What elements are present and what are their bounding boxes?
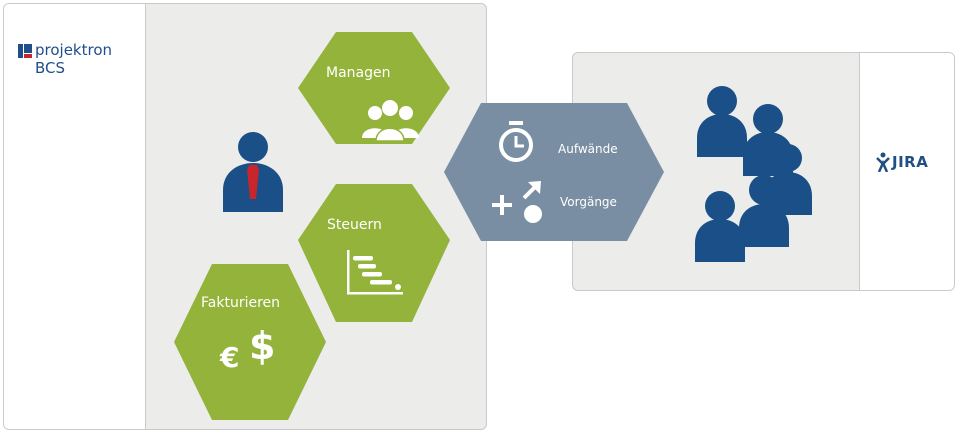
- jira-panel: [572, 52, 955, 291]
- jira-logo-icon: [876, 152, 890, 172]
- jira-wordmark: JIRA: [892, 153, 929, 171]
- brand-product: BCS: [35, 59, 66, 77]
- sync-hexagon: [444, 103, 664, 241]
- person-icon: [697, 86, 747, 157]
- svg-text:€: €: [219, 341, 239, 374]
- svg-text:$: $: [249, 324, 275, 368]
- hexagon-fakturieren: [174, 264, 326, 420]
- manager-person-icon: [223, 132, 283, 212]
- person-icon: [739, 175, 789, 247]
- hexagon-label-managen: Managen: [326, 65, 391, 81]
- jira-logo: JIRA: [876, 152, 946, 174]
- hexagon-managen: [298, 32, 450, 144]
- sync-label-aufwaende: Aufwände: [558, 142, 618, 156]
- projektron-sidebar: [4, 4, 146, 429]
- jira-users-group-icon: [695, 86, 812, 262]
- team-group-icon: [362, 100, 419, 142]
- projektron-logo-icon: [18, 44, 32, 58]
- brand-name: projektron: [35, 41, 113, 59]
- hexagon-steuern: [298, 184, 450, 322]
- jira-sidebar: [859, 53, 954, 290]
- person-icon: [695, 191, 745, 262]
- stopwatch-icon: [499, 121, 533, 162]
- sync-label-vorgaenge: Vorgänge: [560, 195, 617, 209]
- hexagon-label-steuern: Steuern: [327, 217, 382, 233]
- euro-dollar-icon: € $: [219, 324, 275, 374]
- gantt-chart-icon: [347, 250, 403, 295]
- add-transfer-icon: [492, 181, 542, 223]
- hexagon-label-fakturieren: Fakturieren: [201, 295, 281, 311]
